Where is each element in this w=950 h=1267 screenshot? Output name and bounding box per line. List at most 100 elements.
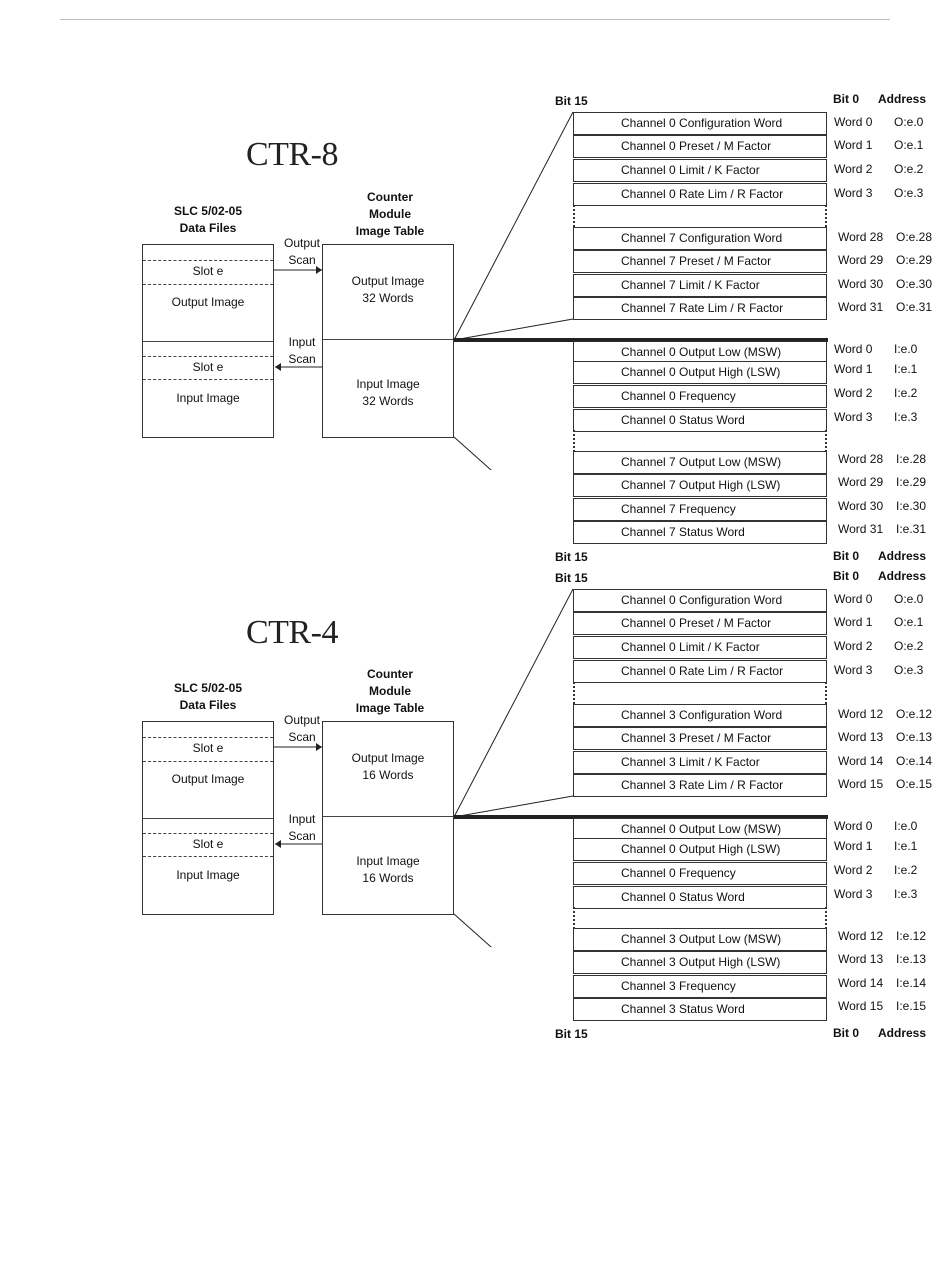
word-number: Word 12: [838, 707, 884, 721]
diagram-title: CTR-8: [246, 136, 338, 173]
output-rows-ellipsis-gap: [573, 682, 827, 704]
mapping-line: [453, 318, 574, 341]
diagram-title: CTR-4: [246, 614, 338, 651]
output-rows-ellipsis-gap: [573, 205, 827, 227]
input-slot-divider-bottom: [143, 379, 273, 380]
module-mid-divider: [323, 339, 453, 340]
address-footer: Address: [878, 549, 927, 563]
word-number: Word 29: [838, 475, 884, 489]
word-address: I:e.30: [896, 499, 927, 513]
output-word-row: Channel 0 Preset / M Factor: [573, 612, 827, 635]
word-address: I:e.2: [894, 863, 918, 877]
slc-input-image-label: Input Image: [176, 868, 240, 882]
word-number: Word 1: [834, 615, 873, 629]
input-word-row: Channel 3 Output High (LSW): [573, 951, 827, 974]
input-word-row: Channel 3 Frequency: [573, 975, 827, 998]
arrow-head-icon: [316, 266, 322, 274]
word-number: Word 13: [838, 952, 884, 966]
word-address: O:e.2: [894, 639, 924, 653]
bit15-footer: Bit 15: [555, 550, 588, 564]
word-address: I:e.28: [896, 452, 927, 466]
word-number: Word 29: [838, 253, 884, 267]
output-slot-label: Slot e: [192, 264, 224, 278]
input-word-row: Channel 0 Frequency: [573, 862, 827, 885]
input-slot-label: Slot e: [192, 360, 224, 374]
word-number: Word 3: [834, 186, 873, 200]
input-word-row: Channel 7 Output High (LSW): [573, 474, 827, 497]
word-address: I:e.2: [894, 386, 918, 400]
output-word-row: Channel 0 Configuration Word: [573, 112, 827, 135]
output-word-row: Channel 7 Configuration Word: [573, 227, 827, 250]
mapping-line: [453, 588, 574, 818]
mapping-line: [453, 795, 574, 818]
word-number: Word 0: [834, 115, 873, 129]
output-word-row: Channel 7 Rate Lim / R Factor: [573, 297, 827, 320]
module-image-table-box: [322, 721, 454, 915]
word-address: I:e.1: [894, 362, 918, 376]
word-number: Word 31: [838, 300, 884, 314]
address-header: Address: [878, 569, 927, 583]
connector-lines: [273, 111, 828, 470]
word-number: Word 30: [838, 499, 884, 513]
input-word-row: Channel 7 Status Word: [573, 521, 827, 544]
word-address: O:e.31: [896, 300, 933, 314]
input-word-row: Channel 0 Output High (LSW): [573, 361, 827, 384]
input-slot-divider-bottom: [143, 856, 273, 857]
word-address: O:e.3: [894, 186, 924, 200]
word-address: O:e.30: [896, 277, 933, 291]
word-number: Word 0: [834, 819, 873, 833]
word-number: Word 15: [838, 999, 884, 1013]
word-address: I:e.29: [896, 475, 927, 489]
output-word-row: Channel 3 Limit / K Factor: [573, 751, 827, 774]
mapping-line: [453, 436, 492, 470]
module-mid-divider: [323, 816, 453, 817]
output-word-row: Channel 3 Preset / M Factor: [573, 727, 827, 750]
word-number: Word 13: [838, 730, 884, 744]
word-address: O:e.12: [896, 707, 933, 721]
word-number: Word 15: [838, 777, 884, 791]
input-rows-ellipsis-gap: [573, 907, 827, 929]
input-word-row: Channel 7 Output Low (MSW): [573, 451, 827, 474]
word-address: O:e.1: [894, 615, 924, 629]
output-slot-label: Slot e: [192, 741, 224, 755]
word-address: I:e.1: [894, 839, 918, 853]
bit15-header: Bit 15: [555, 94, 588, 108]
slc-mid-divider: [143, 341, 273, 342]
output-word-row: Channel 0 Preset / M Factor: [573, 135, 827, 158]
word-address: O:e.1: [894, 138, 924, 152]
arrow-head-icon: [275, 363, 281, 371]
bit0-header: Bit 0: [833, 92, 860, 106]
word-number: Word 2: [834, 639, 873, 653]
word-address: O:e.2: [894, 162, 924, 176]
word-number: Word 14: [838, 976, 884, 990]
word-address: I:e.0: [894, 819, 918, 833]
input-slot-label: Slot e: [192, 837, 224, 851]
mapping-line: [453, 111, 574, 341]
output-word-row: Channel 7 Preset / M Factor: [573, 250, 827, 273]
bit15-header: Bit 15: [555, 571, 588, 585]
word-number: Word 30: [838, 277, 884, 291]
bit0-footer: Bit 0: [833, 549, 860, 563]
input-word-row: Channel 7 Frequency: [573, 498, 827, 521]
slot-divider-top: [143, 260, 273, 261]
address-header: Address: [878, 92, 927, 106]
input-word-row: Channel 0 Output High (LSW): [573, 838, 827, 861]
slc-output-image-label: Output Image: [171, 295, 245, 309]
word-number: Word 28: [838, 230, 884, 244]
output-word-row: Channel 0 Rate Lim / R Factor: [573, 660, 827, 683]
word-address: O:e.13: [896, 730, 933, 744]
module-image-table-box: [322, 244, 454, 438]
word-address: O:e.0: [894, 115, 924, 129]
arrow-head-icon: [316, 743, 322, 751]
word-number: Word 0: [834, 342, 873, 356]
slot-divider-bottom: [143, 284, 273, 285]
input-word-row: Channel 0 Status Word: [573, 886, 827, 909]
